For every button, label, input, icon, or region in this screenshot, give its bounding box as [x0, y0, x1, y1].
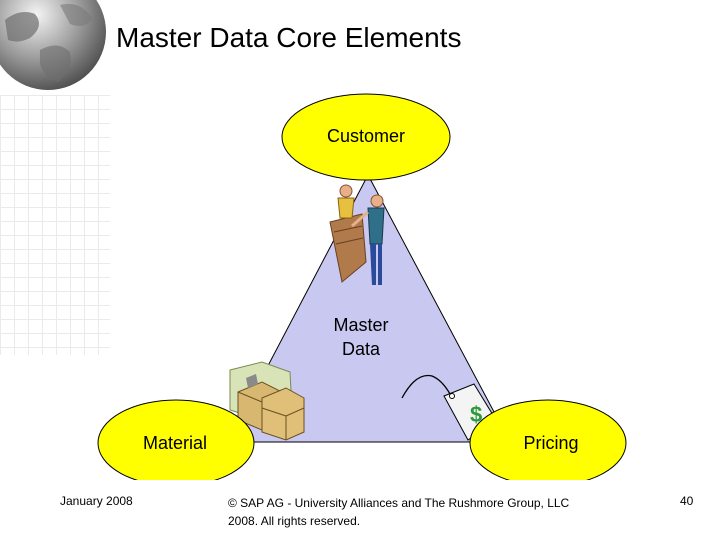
master-data-triangle [227, 173, 511, 443]
slide-title: Master Data Core Elements [116, 22, 462, 53]
footer-copyright-line1: © SAP AG - University Alliances and The … [228, 496, 570, 510]
pricing-label: Pricing [523, 433, 578, 453]
pricing-node [469, 399, 627, 480]
customer-people-icon [329, 184, 385, 285]
footer-date: January 2008 [60, 494, 133, 508]
background-grid [0, 95, 110, 355]
globe-icon [0, 0, 106, 90]
material-node [97, 399, 255, 480]
master-data-label-line2: Data [342, 339, 381, 359]
material-boxes-icon [229, 361, 305, 441]
material-label: Material [143, 433, 207, 453]
svg-text:$: $ [470, 402, 482, 427]
master-data-label-line1: Master [333, 315, 388, 335]
footer-copyright-line2: 2008. All rights reserved. [228, 514, 361, 528]
page-number: 40 [680, 494, 694, 508]
customer-node [281, 93, 451, 181]
master-data-diagram: $ Customer Material Pricing Master Data [97, 93, 627, 480]
footer-copyright: © SAP AG - University Alliances and The … [228, 494, 628, 530]
customer-label: Customer [327, 126, 405, 146]
